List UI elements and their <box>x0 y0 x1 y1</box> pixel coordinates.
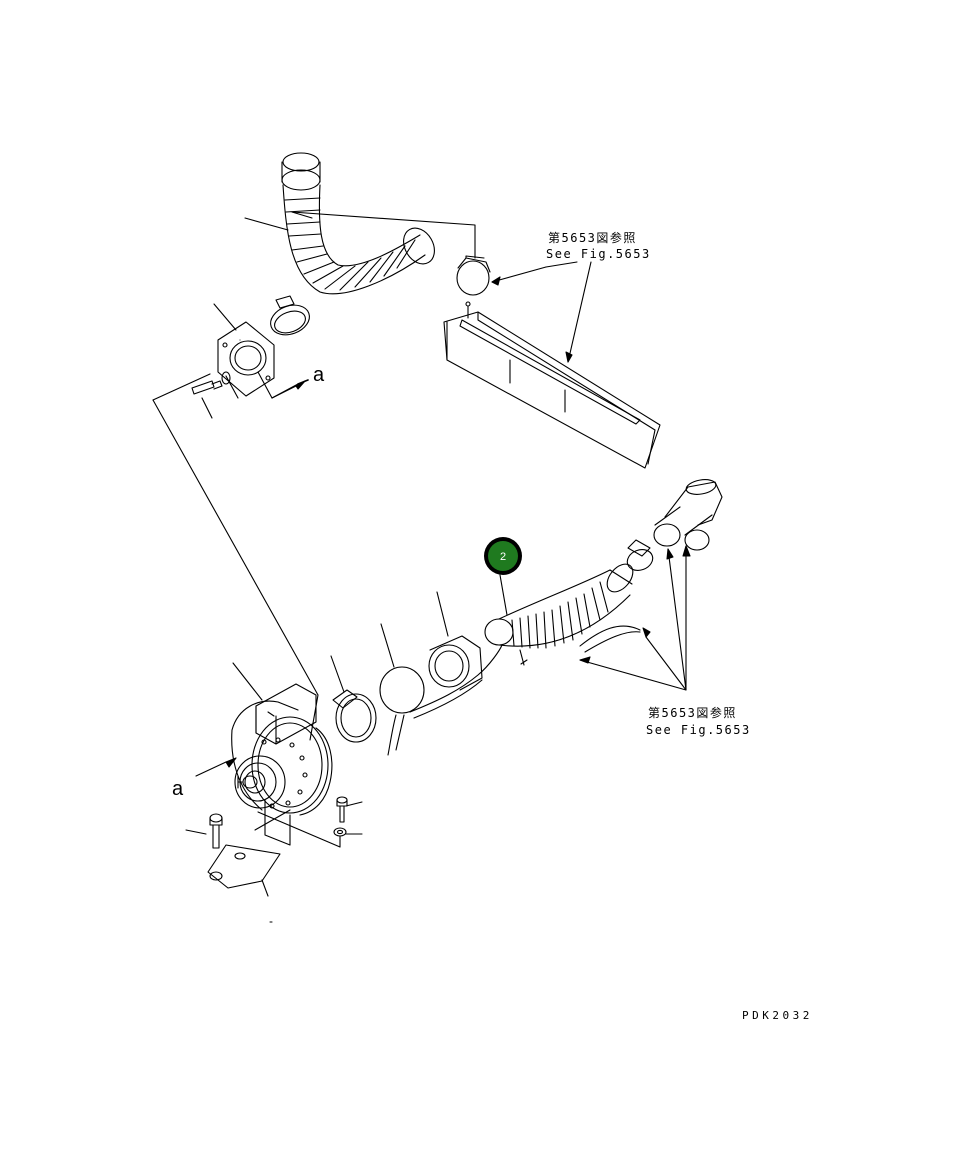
lower-ref-clamp <box>626 539 654 571</box>
callout-fill <box>488 541 518 571</box>
upper-ref-clamp <box>456 255 491 296</box>
reference-jp-lower: 第5653図参照 <box>648 705 737 720</box>
hose-item-2 <box>484 563 641 666</box>
callout-number: 2 <box>500 551 506 563</box>
tee-pipe <box>653 479 723 551</box>
gasket-plate <box>207 844 281 889</box>
upper-hose-clamp <box>270 295 310 336</box>
callout-item-2[interactable]: 2 <box>484 537 522 575</box>
aftercooler-duct <box>443 301 661 469</box>
hose-sleeve <box>428 635 483 691</box>
flange-bolt <box>191 371 231 395</box>
view-arrow-upper <box>271 380 306 399</box>
drawing-code: PDK2032 <box>742 1009 813 1022</box>
view-label-lower: a <box>172 778 184 800</box>
reference-jp-upper: 第5653図参照 <box>548 230 637 245</box>
view-arrow-lower <box>195 757 237 777</box>
reference-en-upper: See Fig.5653 <box>546 247 651 261</box>
lower-bolt-right <box>333 796 348 837</box>
ring-clamp <box>379 644 503 756</box>
band-clamp <box>332 689 377 743</box>
view-label-upper: a <box>313 364 325 386</box>
upper-duct-hose <box>281 152 435 295</box>
lower-bolt-left <box>209 813 223 849</box>
turbocharger <box>231 683 333 846</box>
reference-en-lower: See Fig.5653 <box>646 723 751 737</box>
flange-adapter <box>217 321 275 397</box>
